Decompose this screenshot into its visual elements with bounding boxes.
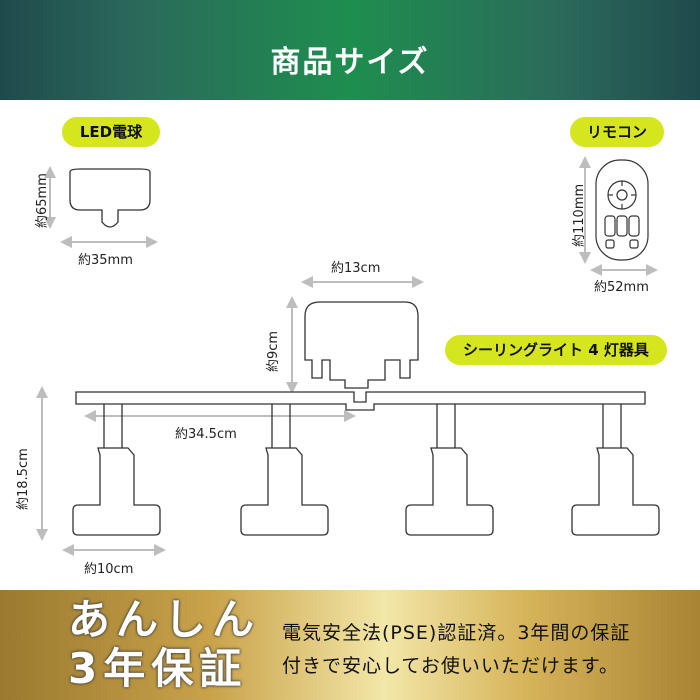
shade-width-label: 約10cm [84, 562, 134, 577]
bulb-width-label: 約35mm [78, 253, 133, 268]
product-diagram [36, 156, 660, 556]
warranty-line1: あんしん [68, 595, 261, 644]
bar-length-label: 約34.5cm [175, 427, 237, 442]
remote-height-label: 約110mm [572, 183, 587, 247]
spotlight-2 [240, 404, 329, 536]
spotlight-4 [571, 404, 660, 536]
fixture-bar [75, 391, 646, 411]
spotlight-3 [405, 404, 494, 536]
bulb-height-label: 約65mm [35, 173, 50, 228]
header-banner: 商品サイズ [0, 0, 700, 100]
warranty-line2: 3年保証 [68, 644, 248, 693]
led-bulb-label: LED電球 [62, 117, 160, 147]
warranty-desc-line1: 電気安全法(PSE)認証済。3年間の保証 [282, 622, 631, 644]
fixture-base [304, 301, 419, 389]
spotlight-1 [72, 404, 161, 536]
remote-label: リモコン [570, 117, 664, 147]
base-width-label: 約13cm [331, 261, 381, 276]
warranty-desc-line2: 付きで安心してお使いいただけます。 [282, 655, 619, 677]
fixture-label: シーリングライト 4 灯器具 [445, 335, 667, 365]
warranty-banner: あんしん 3年保証 電気安全法(PSE)認証済。3年間の保証 付きで安心してお使… [0, 590, 700, 700]
remote-illustration [595, 159, 649, 261]
base-height-label: 約9cm [266, 330, 281, 372]
led-bulb-illustration [69, 168, 151, 228]
total-height-label: 約18.5cm [16, 448, 31, 510]
page-title: 商品サイズ [270, 45, 430, 80]
remote-width-label: 約52mm [594, 280, 649, 295]
